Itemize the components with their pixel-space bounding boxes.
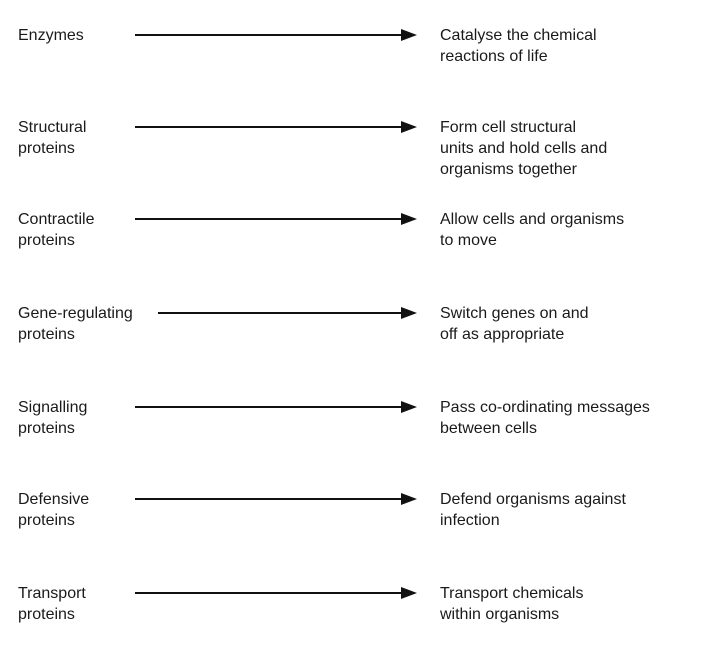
protein-row-transport: Transport proteins Transport chemicals w… (0, 583, 725, 643)
protein-type-label: Defensive proteins (18, 491, 90, 529)
protein-type-label: Gene-regulating proteins (18, 305, 133, 343)
protein-type-label: Contractile proteins (18, 211, 95, 249)
right-arrow-icon (135, 211, 417, 227)
right-arrow-icon (158, 305, 417, 321)
right-arrow-icon (135, 119, 417, 135)
protein-type-label: Transport proteins (18, 585, 86, 623)
right-arrow-icon (135, 491, 417, 507)
right-arrow-icon (135, 585, 417, 601)
protein-function-text: Allow cells and organisms to move (440, 211, 625, 249)
protein-function-text: Transport chemicals within organisms (440, 585, 584, 623)
protein-type-label: Signalling proteins (18, 399, 88, 437)
protein-function-text: Defend organisms against infection (440, 491, 626, 529)
protein-row-defensive: Defensive proteins Defend organisms agai… (0, 489, 725, 549)
protein-function-text: Switch genes on and off as appropriate (440, 305, 589, 343)
right-arrow-icon (135, 399, 417, 415)
protein-function-text: Pass co-ordinating messages between cell… (440, 399, 650, 437)
protein-type-label: Structural proteins (18, 119, 87, 157)
protein-row-enzymes: Enzymes Catalyse the chemical reactions … (0, 25, 725, 85)
protein-row-contractile: Contractile proteins Allow cells and org… (0, 209, 725, 269)
right-arrow-icon (135, 27, 417, 43)
protein-row-structural: Structural proteins Form cell structural… (0, 117, 725, 178)
protein-function-text: Form cell structural units and hold cell… (440, 119, 608, 178)
protein-function-text: Catalyse the chemical reactions of life (440, 27, 597, 65)
protein-row-gene-regulating: Gene-regulating proteins Switch genes on… (0, 303, 725, 363)
protein-type-label: Enzymes (18, 27, 84, 44)
protein-row-signalling: Signalling proteins Pass co-ordinating m… (0, 397, 725, 457)
